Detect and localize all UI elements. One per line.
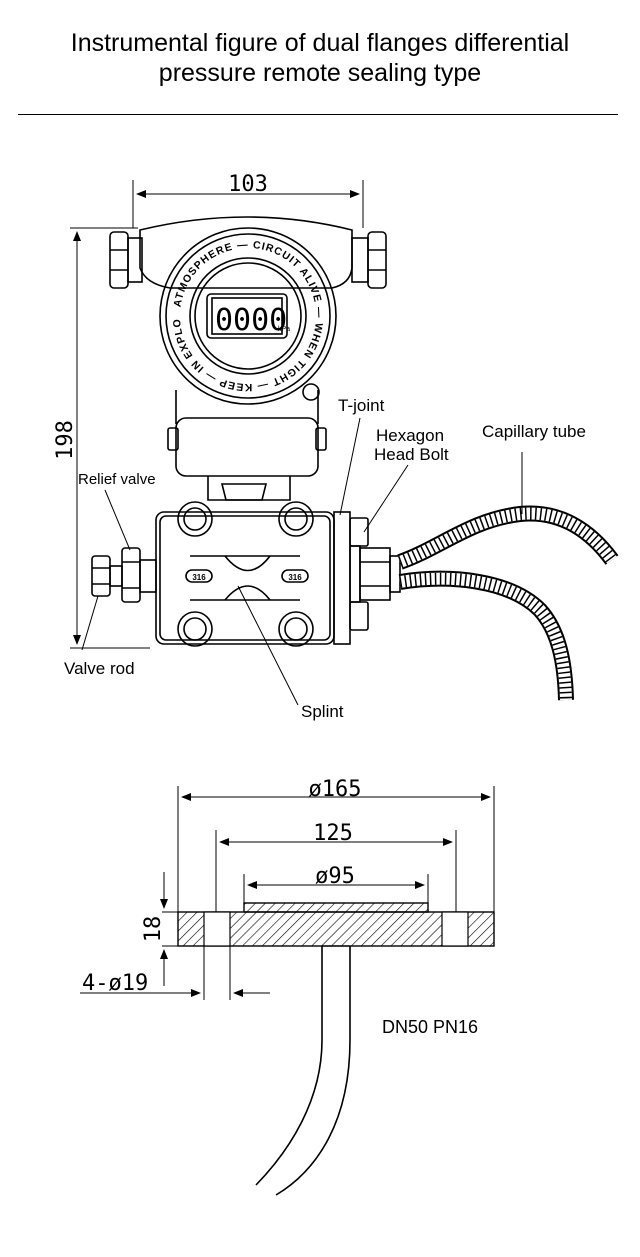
flange-section-view [80,786,495,1196]
label-hexagon-line2: Head Bolt [374,445,449,464]
capillary-tubes [397,505,619,701]
material-mark-right [281,569,309,583]
material-mark-left [185,569,213,583]
housing-side [175,390,319,424]
material-mark-right-text: 316 [288,573,302,582]
title-line-2: pressure remote sealing type [158,59,482,87]
label-t-joint: T-joint [338,396,385,415]
right-cable-cap [351,231,387,289]
flange-holes-label: 4-ø19 [82,971,148,996]
display-digits: 0000 [215,303,287,338]
left-cable-cap [109,231,143,289]
width-dimension-label: 103 [228,172,268,197]
flange-inner-diameter-label: ø95 [315,864,355,889]
flange-thickness-label: 18 [141,916,166,943]
ground-screw [302,383,320,401]
display-unit: kPa [278,326,290,333]
flange-outer-diameter-label: ø165 [309,777,362,802]
label-hexagon-line1: Hexagon [376,426,444,445]
transmitter-view: 103 198 [0,0,619,706]
electronics-housing [175,417,319,477]
width-dimension: 103 [132,172,364,228]
label-relief-valve: Relief valve [78,471,156,488]
page-title: Instrumental figure of dual flanges diff… [0,28,640,88]
leader-lines [81,417,523,706]
label-capillary-tube: Capillary tube [482,422,586,441]
flange-spec-label: DN50 PN16 [382,1017,478,1037]
title-divider [18,114,618,115]
label-valve-rod: Valve rod [64,659,135,678]
material-mark-left-text: 316 [192,573,206,582]
housing-neck [207,476,291,501]
flange-bolt-circle-label: 125 [313,821,353,846]
label-splint: Splint [301,702,344,721]
title-line-1: Instrumental figure of dual flanges diff… [70,29,570,57]
flange-bolts [177,501,314,647]
height-dimension-label: 198 [53,420,78,460]
relief-valve-assembly [91,547,157,603]
t-joint [333,511,351,645]
flange-cross-section [177,902,495,947]
display-dial: 0000 kPa ATMOSPHERE — CIRCUIT ALIVE — WH… [0,0,337,405]
flange-capillary [255,945,351,1196]
hexagon-nut [359,547,401,601]
height-dimension: 198 [53,227,150,649]
splint-lines [190,555,300,601]
